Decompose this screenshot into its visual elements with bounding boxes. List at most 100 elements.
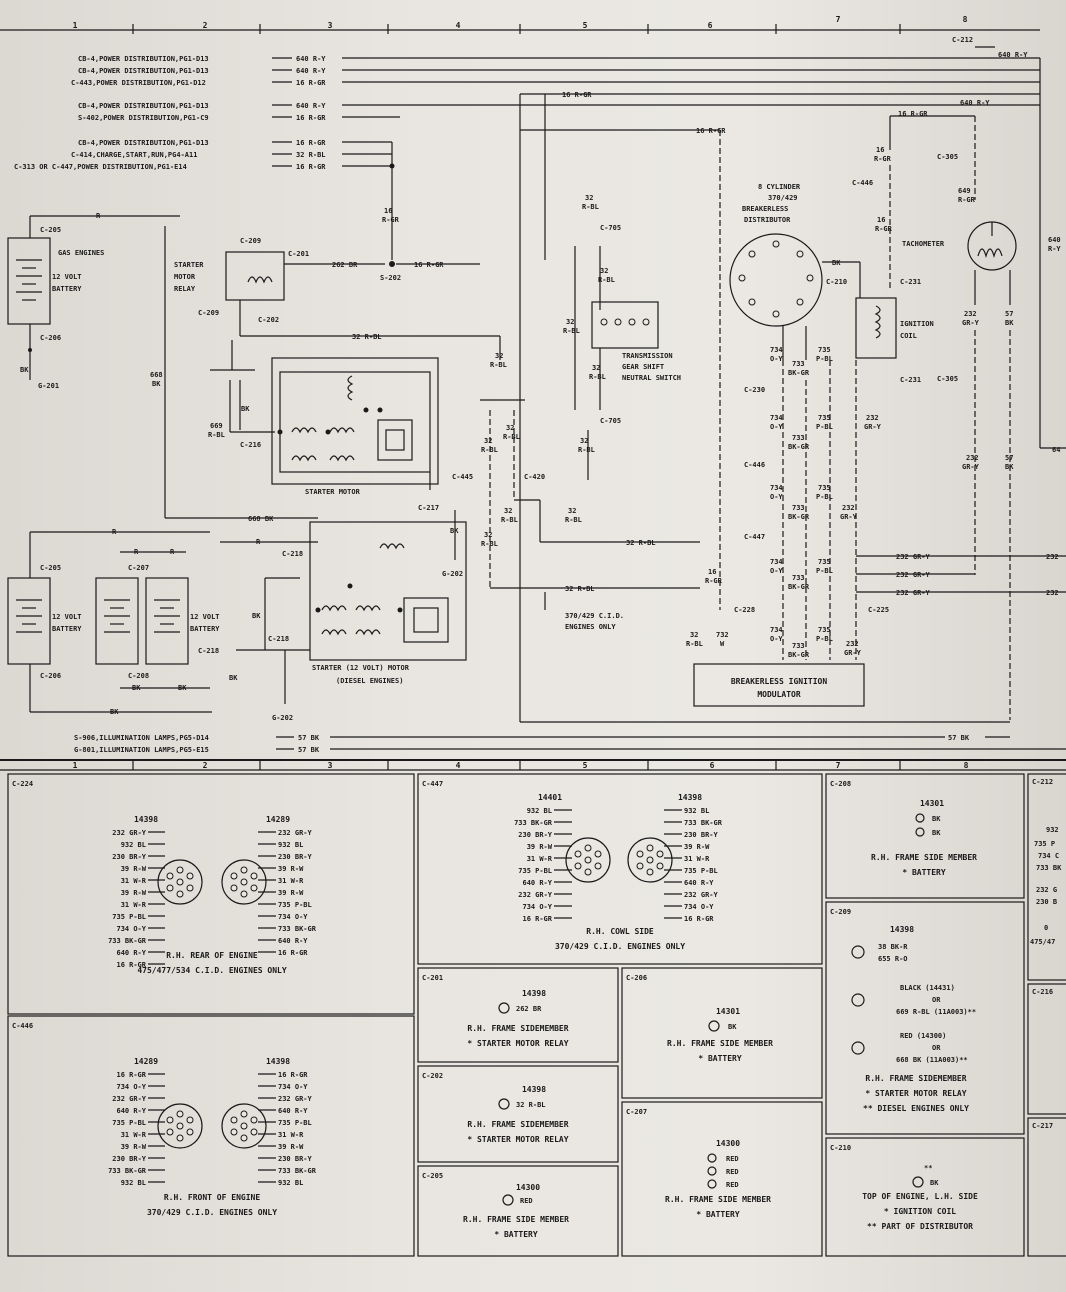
- cid-only-1: 370/429 C.I.D.: [565, 612, 624, 620]
- connector-wire-label: 39 R-W: [121, 1143, 147, 1151]
- connector-wire-label: 932 BL: [121, 1179, 146, 1187]
- connector-wire-label: 932 BL: [278, 841, 303, 849]
- c202-caption-1: R.H. FRAME SIDEMEMBER: [467, 1120, 568, 1129]
- diesel-battery-12v-b: 12 VOLT: [190, 613, 220, 621]
- w232-b: 232: [842, 504, 855, 512]
- gry-b: GR-Y: [840, 513, 858, 521]
- gry-d: GR-Y: [844, 649, 862, 657]
- c202-wire: 32 R-BL: [516, 1101, 546, 1109]
- dist-370: 370/429: [768, 194, 798, 202]
- connector-pin: [594, 862, 602, 870]
- w232-d: 232: [846, 640, 859, 648]
- g202-label: G-202: [442, 570, 463, 578]
- c207-wire-1: RED: [726, 1155, 739, 1163]
- c206-id: C-206: [626, 974, 647, 982]
- c209-w3-c: 668 BK (11A003)**: [896, 1056, 968, 1064]
- connector-wire-label: 232 GR-Y: [684, 891, 719, 899]
- connector-pin: [240, 1122, 248, 1130]
- diesel-bk-e: BK: [229, 674, 238, 682]
- connector-wire-label: 31 W-R: [527, 855, 553, 863]
- bkgr-c: BK-GR: [788, 583, 810, 591]
- connector-pin: [240, 890, 248, 898]
- w668: 668: [150, 371, 163, 379]
- pbl-c: P-BL: [816, 567, 833, 575]
- c208-id: C-208: [830, 780, 851, 788]
- connector-wire-label: 16 R-GR: [522, 915, 552, 923]
- connector-pin: [166, 872, 174, 880]
- connector-wire-label: 230 BR-Y: [684, 831, 719, 839]
- connector-pin: [250, 1128, 258, 1136]
- c201-caption-2: * STARTER MOTOR RELAY: [467, 1039, 568, 1048]
- connector-wire-label: 230 BR-Y: [112, 1155, 147, 1163]
- rbl-c: R-BL: [503, 433, 520, 441]
- connector-pin: [186, 872, 194, 880]
- rbl-trans-d: R-BL: [589, 373, 606, 381]
- c209-w2-a: BLACK (14431): [900, 984, 955, 992]
- bk-c217: BK: [450, 527, 459, 535]
- connector-wire-label: 735 P-BL: [278, 901, 312, 909]
- dist-bk: BK: [832, 259, 841, 267]
- feed-source: CB-4,POWER DISTRIBUTION,PG1-D13: [78, 67, 209, 75]
- rbl-trans: R-BL: [582, 203, 599, 211]
- connector-wire-label: 640 R-Y: [684, 879, 714, 887]
- w32rbl-b: 32 R-BL: [626, 539, 656, 547]
- c205-label: C-205: [40, 226, 61, 234]
- c207-part: 14300: [716, 1139, 740, 1148]
- w32-f: 32: [484, 531, 492, 539]
- tachometer-label: TACHOMETER: [902, 240, 945, 248]
- c206-wire: BK: [728, 1023, 737, 1031]
- rbl-trans-e: R-BL: [578, 446, 595, 454]
- connector-pin: [656, 862, 664, 870]
- connector-wire-label: 232 GR-Y: [518, 891, 553, 899]
- connector-pin: [230, 884, 238, 892]
- starter-motor-relay: STARTER MOTOR RELAY C-209 C-201 262 BR S…: [174, 207, 500, 449]
- c206-caption-2: * BATTERY: [698, 1054, 742, 1063]
- connector-pin: [574, 862, 582, 870]
- diesel-bk-b: BK: [132, 684, 141, 692]
- connector-wire-label: 232 GR-Y: [278, 829, 313, 837]
- feed-wire: 16 R-GR: [296, 163, 326, 171]
- w735-d: 735: [818, 626, 831, 634]
- c212-w1: 735 P: [1034, 840, 1055, 848]
- connector-wire-label: 31 W-R: [684, 855, 710, 863]
- connector-wire-label: 230 BR-Y: [278, 1155, 313, 1163]
- connector-wire-label: 31 W-R: [121, 877, 147, 885]
- rgr-s202: R-GR: [382, 216, 400, 224]
- c209-caption-2: * STARTER MOTOR RELAY: [865, 1089, 966, 1098]
- wire-32rbl: 32 R-BL: [352, 333, 382, 341]
- diesel-battery: BATTERY: [52, 625, 82, 633]
- panel-c216-partial: C-216: [1027, 983, 1066, 1115]
- c218-label-c: C-218: [268, 635, 289, 643]
- rgr-b: R-GR: [875, 225, 893, 233]
- starter-motor-label: STARTER MOTOR: [305, 488, 361, 496]
- coil-gry: GR-Y: [864, 423, 882, 431]
- connector-pin: [186, 1116, 194, 1124]
- c224-id: C-224: [12, 780, 33, 788]
- connector-wire-label: 16 R-GR: [278, 949, 308, 957]
- c208-label: C-208: [128, 672, 149, 680]
- c446-b: C-446: [744, 461, 765, 469]
- feed-wire: 32 R-BL: [296, 151, 326, 159]
- battery-label: BATTERY: [52, 285, 82, 293]
- c705-label: C-705: [600, 224, 621, 232]
- w735-b: 735: [818, 484, 831, 492]
- connector-wire-label: 16 R-GR: [278, 1071, 308, 1079]
- connector-pin: [646, 856, 654, 864]
- connector-pin: [646, 844, 654, 852]
- relay-relay: RELAY: [174, 285, 196, 293]
- connector-pin: [176, 866, 184, 874]
- c209-w2-c: 669 R-BL (11A003)**: [896, 1008, 976, 1016]
- feed-wire: 16 R-GR: [296, 139, 326, 147]
- connector-wire-label: 640 R-Y: [278, 1107, 308, 1115]
- c205-part: 14300: [516, 1183, 540, 1192]
- feed-wire: 16 R-GR: [296, 79, 326, 87]
- connector-pin: [636, 862, 644, 870]
- c207-label: C-207: [128, 564, 149, 572]
- coil-ignition: IGNITION: [900, 320, 934, 328]
- connector-pin: [176, 890, 184, 898]
- w32-trans-b: 32: [600, 267, 608, 275]
- w733-b: 733: [792, 504, 805, 512]
